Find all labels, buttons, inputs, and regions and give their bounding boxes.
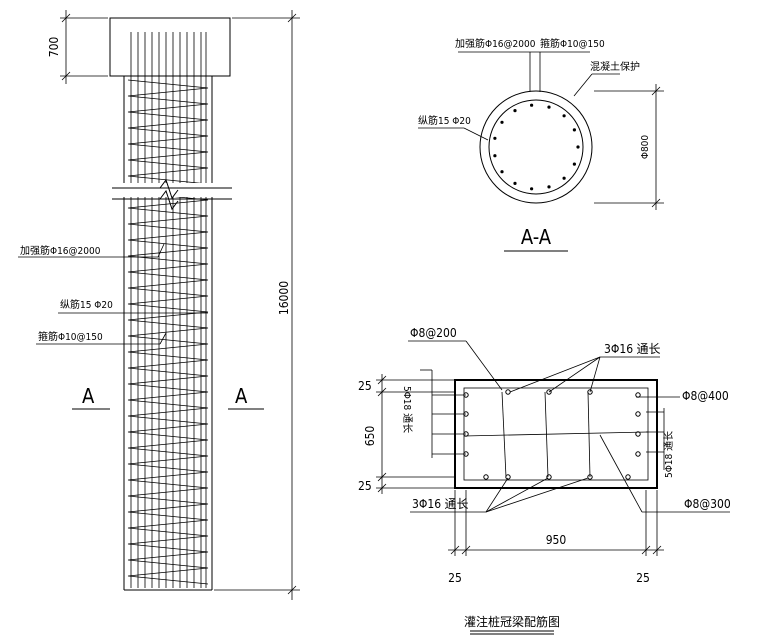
beam-vertical-dims: 25 650 25 bbox=[358, 374, 454, 494]
beam-bar-dot bbox=[635, 431, 641, 437]
beam-bar-dot bbox=[483, 474, 489, 480]
beam-label-top-stirrup: Φ8@200 bbox=[410, 326, 457, 340]
longitudinal-bars bbox=[130, 32, 207, 588]
beam-bar-dot bbox=[625, 474, 631, 480]
section-bar-dot bbox=[547, 185, 551, 189]
section-long-bar-dots bbox=[493, 103, 580, 191]
beam-bar-dot bbox=[635, 392, 641, 398]
section-bar-dot bbox=[500, 120, 504, 124]
dim-diameter: Φ800 bbox=[594, 84, 664, 210]
beam-label-top-bars: 3Φ16 通长 bbox=[604, 342, 661, 356]
leader-long-bars: 纵筋15 Φ20 bbox=[58, 298, 208, 314]
section-bar-dot bbox=[493, 136, 497, 140]
section-bar-dot bbox=[572, 162, 577, 166]
section-bar-dot bbox=[562, 114, 566, 118]
label-ring-bar: 加强筋Φ16@2000 bbox=[20, 244, 101, 257]
beam-bar-dot bbox=[635, 411, 641, 417]
section-aa: 加强筋Φ16@2000 箍筋Φ10@150 混凝土保护 纵筋15 Φ20 Φ80… bbox=[418, 37, 664, 252]
section-bar-dot bbox=[530, 187, 534, 191]
section-bar-dot bbox=[500, 170, 504, 174]
section-bar-dot bbox=[513, 181, 517, 185]
beam-bar-dot bbox=[635, 451, 641, 457]
pile-inner-circle bbox=[488, 99, 584, 195]
section-bar-dot bbox=[493, 154, 497, 158]
beam-bar-dot bbox=[546, 474, 552, 480]
section-bar-dot bbox=[530, 103, 534, 107]
section-bar-dot bbox=[576, 145, 580, 149]
dim-16000-text: 16000 bbox=[277, 281, 291, 315]
cap-beam: Φ8@200 3Φ16 通长 5Φ18 通长 Φ8@400 5Φ18 通长 3Φ… bbox=[358, 326, 731, 635]
dim-700-text: 700 bbox=[47, 37, 61, 58]
svg-text:A: A bbox=[235, 384, 248, 408]
section-label-cover: 混凝土保护 bbox=[590, 60, 640, 73]
dim-right-cover: 25 bbox=[636, 571, 650, 585]
beam-bar-dot bbox=[546, 389, 552, 395]
dim-top-cover: 25 bbox=[358, 379, 372, 393]
section-bar-dot bbox=[572, 128, 577, 132]
dim-left-cover: 25 bbox=[448, 571, 462, 585]
section-title: A-A bbox=[521, 225, 552, 249]
section-label-ring: 加强筋Φ16@2000 bbox=[455, 37, 536, 50]
section-label-spiral: 箍筋Φ10@150 bbox=[540, 37, 605, 50]
beam-bars bbox=[463, 389, 641, 480]
break-line bbox=[112, 178, 232, 211]
pile-elevation: 700 16000 加强筋Φ16@2000 纵筋15 Φ20 箍筋Φ10@150 bbox=[18, 10, 300, 600]
section-mark-left: A bbox=[72, 384, 110, 410]
section-bar-dot bbox=[547, 105, 551, 109]
beam-label-right-side-bars: 5Φ18 通长 bbox=[663, 431, 675, 478]
label-spiral: 箍筋Φ10@150 bbox=[38, 330, 103, 343]
beam-label-left-side-bars: 5Φ18 通长 bbox=[401, 386, 413, 433]
pile-cap-block bbox=[109, 17, 231, 77]
section-bar-dot bbox=[513, 109, 517, 113]
section-bar-dot bbox=[562, 176, 566, 180]
dim-cap-height: 700 bbox=[47, 10, 108, 84]
beam-ties bbox=[463, 391, 649, 478]
drawing-title: 灌注桩冠梁配筋图 bbox=[464, 614, 560, 629]
beam-bar-dot bbox=[505, 389, 511, 395]
dim-diameter-text: Φ800 bbox=[640, 135, 651, 160]
pile-outer-circle bbox=[479, 90, 593, 204]
leader-spiral: 箍筋Φ10@150 bbox=[36, 330, 167, 345]
beam-label-bottom-bars: 3Φ16 通长 bbox=[412, 497, 469, 511]
dim-bottom-cover: 25 bbox=[358, 479, 372, 493]
beam-label-bottom-stirrup: Φ8@300 bbox=[684, 497, 731, 511]
dim-beam-width: 950 bbox=[546, 533, 567, 547]
dim-pile-length: 16000 bbox=[214, 10, 300, 600]
beam-horizontal-dims: 950 25 25 bbox=[448, 490, 664, 585]
section-label-long-bars: 纵筋15 Φ20 bbox=[418, 114, 471, 127]
section-mark-right: A bbox=[228, 384, 264, 410]
spiral-stirrup bbox=[127, 79, 209, 585]
svg-text:A: A bbox=[82, 384, 95, 408]
dim-beam-height: 650 bbox=[363, 426, 377, 447]
label-long-bars: 纵筋15 Φ20 bbox=[60, 298, 113, 311]
leader-ring-bar: 加强筋Φ16@2000 bbox=[18, 243, 165, 258]
beam-label-right-stirrup: Φ8@400 bbox=[682, 389, 729, 403]
beam-bar-dot bbox=[587, 389, 593, 395]
